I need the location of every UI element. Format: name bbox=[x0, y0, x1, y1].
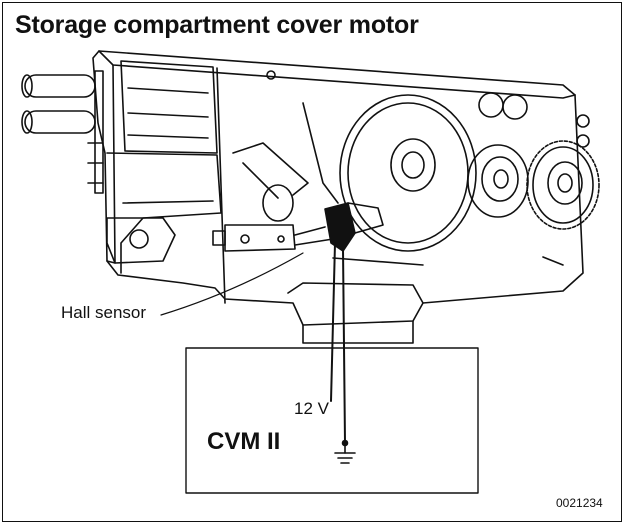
middle-gear bbox=[467, 144, 529, 218]
hall-sensor-label: Hall sensor bbox=[61, 303, 147, 322]
toothed-gear bbox=[526, 140, 600, 230]
control-unit-label: CVM II bbox=[207, 428, 281, 455]
ground-symbol bbox=[334, 439, 356, 464]
diagram-frame: Storage compartment cover motor bbox=[2, 2, 622, 522]
hall-sensor-assembly bbox=[212, 202, 384, 252]
voltage-label: 12 V bbox=[294, 399, 329, 418]
motor-illustration bbox=[21, 50, 600, 494]
figure-code: 0021234 bbox=[556, 496, 603, 510]
wiring bbox=[330, 242, 346, 444]
diagram-title: Storage compartment cover motor bbox=[15, 11, 419, 39]
connector-tubes bbox=[21, 70, 104, 194]
hall-sensor-leader bbox=[160, 252, 304, 316]
mounting-ear bbox=[106, 217, 176, 264]
large-gear bbox=[339, 94, 477, 252]
